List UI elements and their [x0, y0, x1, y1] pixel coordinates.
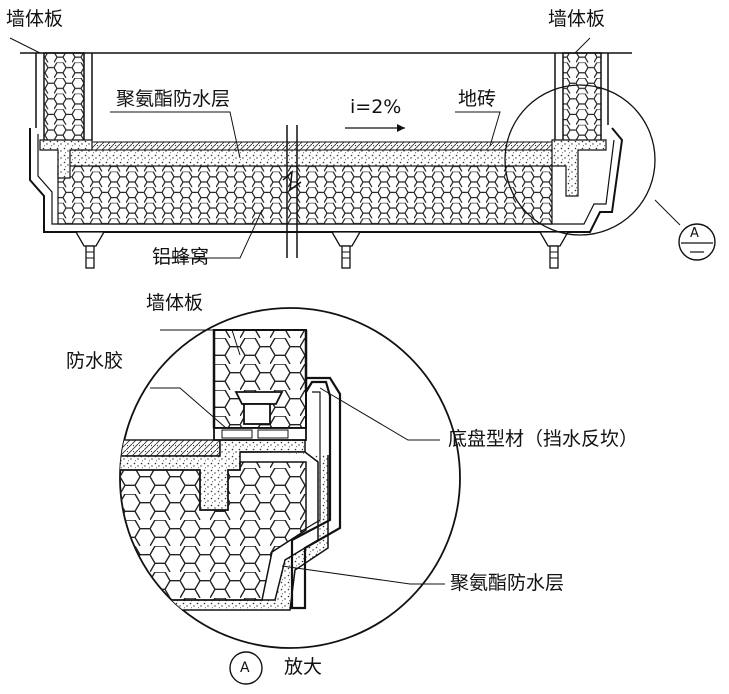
support-foot-3: [538, 231, 570, 269]
right-wall-panel: [562, 52, 602, 142]
floor-tile-band: [91, 141, 553, 151]
honeycomb-core: [57, 165, 553, 225]
label-floor-tile: 地砖: [458, 88, 497, 110]
detail-tile-band: [120, 439, 221, 457]
zoom-caption-letter: A: [240, 660, 250, 676]
label-wall-panel-left: 墙体板: [6, 8, 64, 30]
detail-honeycomb: [120, 461, 307, 601]
label-slope: i=2%: [350, 96, 402, 118]
overall-section: [9, 37, 681, 269]
base-tray-frame: [29, 127, 624, 233]
label-waterproof-glue: 防水胶: [66, 350, 124, 372]
zoom-caption-marker: [229, 651, 263, 685]
pu-waterproof-band: [57, 149, 553, 167]
label-pu-layer-top: 聚氨酯防水层: [116, 88, 231, 110]
callout-letter: A: [690, 226, 699, 241]
detail-view: [119, 307, 461, 649]
label-pu-layer-detail: 聚氨酯防水层: [450, 572, 565, 594]
label-wall-panel-detail: 墙体板: [146, 292, 204, 314]
label-honeycomb: 铝蜂窝: [152, 246, 210, 268]
callout-a: [678, 223, 716, 261]
label-zoom-caption: 放大: [284, 656, 323, 678]
support-foot-2: [330, 231, 362, 269]
left-wall-panel: [43, 52, 85, 142]
detail-base-profile: [290, 376, 342, 610]
support-foot-1: [74, 231, 106, 269]
label-base-profile: 底盘型材（挡水反坎）: [448, 428, 639, 450]
label-wall-panel-right: 墙体板: [548, 8, 606, 30]
